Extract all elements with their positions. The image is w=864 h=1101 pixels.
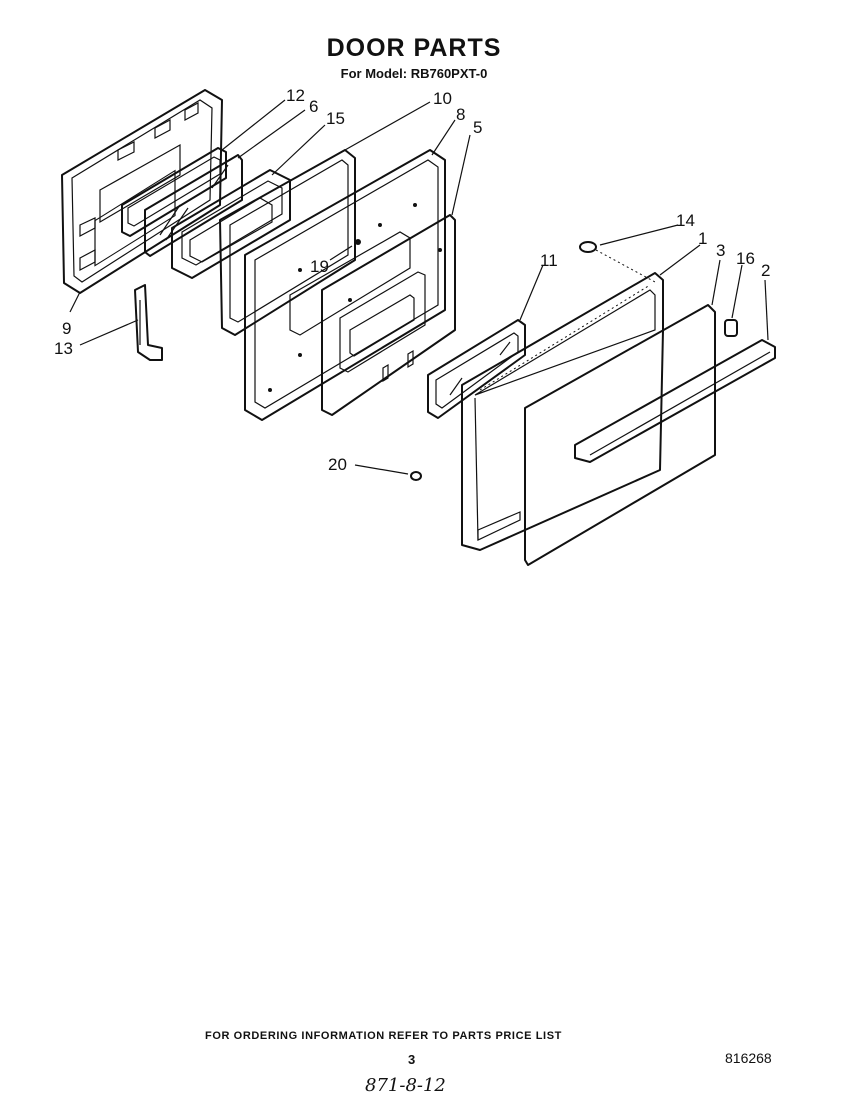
- part-3-outer-door-panel: [524, 304, 716, 566]
- part-14-spacer: [579, 241, 656, 283]
- part-20-plug: [410, 471, 422, 481]
- document-number: 816268: [725, 1050, 772, 1066]
- door-parts-exploded-view: 12 6 15 10 8 5 14 1 3 16 2 19 11 9 13 20: [54, 86, 776, 566]
- part-16-clip: [724, 319, 738, 337]
- callout-16: 16: [736, 249, 755, 268]
- ordering-note: FOR ORDERING INFORMATION REFER TO PARTS …: [205, 1030, 562, 1042]
- callout-19: 19: [310, 257, 329, 276]
- callout-3: 3: [716, 241, 725, 260]
- callout-10: 10: [433, 89, 452, 108]
- leader-lines: [69, 99, 769, 475]
- callout-6: 6: [309, 97, 318, 116]
- callout-8: 8: [456, 105, 465, 124]
- callout-9: 9: [62, 319, 71, 338]
- callout-13: 13: [54, 339, 73, 358]
- callout-14: 14: [676, 211, 695, 230]
- callout-1: 1: [698, 229, 707, 248]
- callout-15: 15: [326, 109, 345, 128]
- callout-2: 2: [761, 261, 770, 280]
- page-number: 3: [408, 1052, 416, 1067]
- callout-11: 11: [540, 251, 558, 270]
- callout-5: 5: [473, 118, 482, 137]
- callout-20: 20: [328, 455, 347, 474]
- part-8-door-liner: [244, 149, 446, 421]
- model-subtitle: For Model: RB760PXT-0: [340, 66, 488, 81]
- part-1-door-frame: [461, 272, 664, 551]
- part-5-inner-door: [321, 214, 456, 416]
- handwritten-note: 871-8-12: [365, 1075, 446, 1096]
- callout-12: 12: [286, 86, 305, 105]
- part-9-inner-door-panel: [61, 89, 223, 294]
- part-19-screw: [355, 239, 361, 245]
- part-2-handle: [574, 339, 776, 463]
- part-13-hinge: [134, 284, 163, 361]
- diagram-title: DOOR PARTS: [326, 34, 502, 62]
- part-12-glass-frame: [121, 147, 227, 237]
- part-11-outer-glass: [427, 319, 526, 419]
